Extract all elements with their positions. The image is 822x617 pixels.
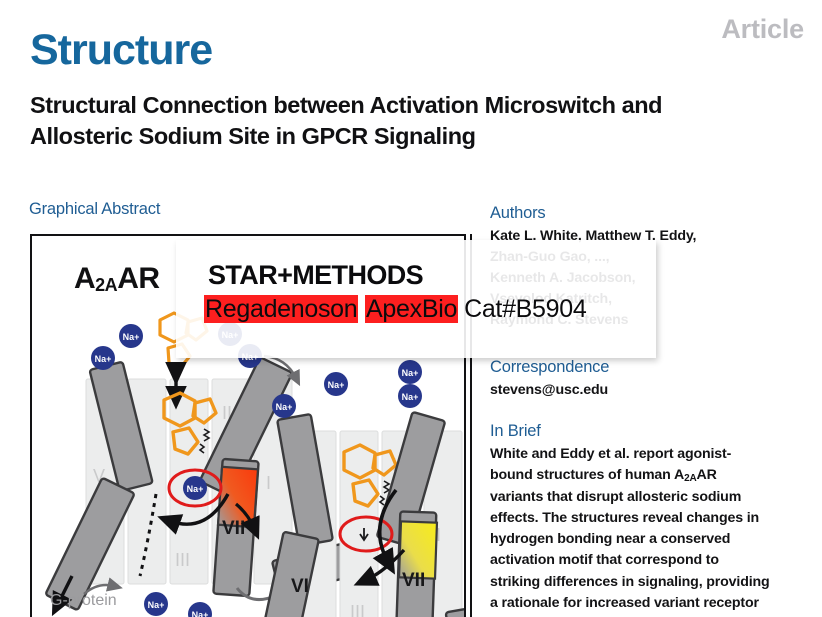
highlight-reagent-name[interactable]: Regadenoson <box>204 295 359 323</box>
gprotein-label: G-protein <box>50 592 117 609</box>
helix-label-II: II <box>222 403 232 423</box>
in-brief-subscript: 2A <box>684 473 697 485</box>
receptor-label: A2AAR <box>74 262 160 296</box>
in-brief-text-part1: White and Eddy et al. report agonist-bou… <box>490 446 732 484</box>
receptor-label-sub: 2A <box>95 275 118 295</box>
svg-text:Na+: Na+ <box>95 354 112 364</box>
in-brief-text-part2: AR variants that disrupt allosteric sodi… <box>490 467 770 612</box>
hbond-squiggle-left <box>202 428 211 442</box>
svg-text:Na+: Na+ <box>402 368 419 378</box>
svg-text:Na+: Na+ <box>402 392 419 402</box>
helix-label-VII-left: VII <box>222 518 245 539</box>
svg-text:Na+: Na+ <box>328 380 345 390</box>
right-receptor-panel: V II I III <box>256 360 464 617</box>
svg-text:Na+: Na+ <box>192 610 209 617</box>
helix-label-III-right: III <box>350 602 365 617</box>
hbond-squiggle-right <box>382 480 391 494</box>
highlight-vendor-name[interactable]: ApexBio <box>365 295 459 323</box>
left-receptor-panel: V II I III <box>45 311 351 617</box>
receptor-diagram-svg: V II I III <box>45 311 464 617</box>
hbond-squiggle2-right <box>378 495 386 506</box>
column-divider <box>470 234 472 617</box>
rotation-arrow-left-2 <box>83 577 123 596</box>
motion-arrow-left-2 <box>234 502 260 540</box>
helix-label-I-right: I <box>436 525 441 545</box>
motion-arrow-right-1 <box>372 488 398 575</box>
gprotein-arrow <box>51 575 74 617</box>
correspondence-section: Correspondence stevens@usc.edu <box>490 358 770 401</box>
helix-label-I: I <box>266 473 271 493</box>
in-brief-section: In Brief White and Eddy et al. report ag… <box>490 422 770 614</box>
dashed-path-left <box>138 493 158 577</box>
svg-text:Na+: Na+ <box>276 402 293 412</box>
collapsed-site-marker <box>359 528 369 542</box>
helix-label-VI-right: VI <box>291 576 309 597</box>
helix-label-VII-right: VII <box>402 570 425 591</box>
ligand-bound-right <box>342 443 398 508</box>
correspondence-email[interactable]: stevens@usc.edu <box>490 382 609 398</box>
graphical-abstract-heading: Graphical Abstract <box>29 200 161 218</box>
ligand-bound-left <box>162 391 218 456</box>
correspondence-heading: Correspondence <box>490 358 610 376</box>
overlay-title: STAR+METHODS <box>208 260 424 290</box>
page-title: Structural Connection between Activation… <box>30 92 663 150</box>
helix-label-III: III <box>175 550 190 570</box>
receptor-label-main: A <box>74 262 96 295</box>
motion-arrow-left-1 <box>157 493 230 535</box>
sodium-site-circle-left <box>167 468 223 508</box>
hbond-squiggle2-left <box>198 443 206 454</box>
svg-text:Na+: Na+ <box>123 332 140 342</box>
sodium-site-circle-right <box>338 515 394 553</box>
in-brief-heading: In Brief <box>490 422 541 440</box>
svg-text:Na+: Na+ <box>187 484 204 494</box>
in-brief-text: White and Eddy et al. report agonist-bou… <box>490 444 770 614</box>
journal-title: Structure <box>30 26 213 74</box>
receptor-label-tail: AR <box>117 262 160 295</box>
article-kicker: Article <box>721 14 804 44</box>
svg-text:Na+: Na+ <box>148 600 165 610</box>
hotspot-yellow-right <box>397 520 439 580</box>
catalog-number: Cat#B5904 <box>464 295 587 323</box>
sodium-ions-right: Na+ Na+ Na+ Na+ Na+ Na+ <box>272 360 422 418</box>
graphical-abstract-canvas: V II I III <box>32 236 464 617</box>
motion-arrow-right-2 <box>353 548 406 586</box>
authors-heading: Authors <box>490 204 546 222</box>
